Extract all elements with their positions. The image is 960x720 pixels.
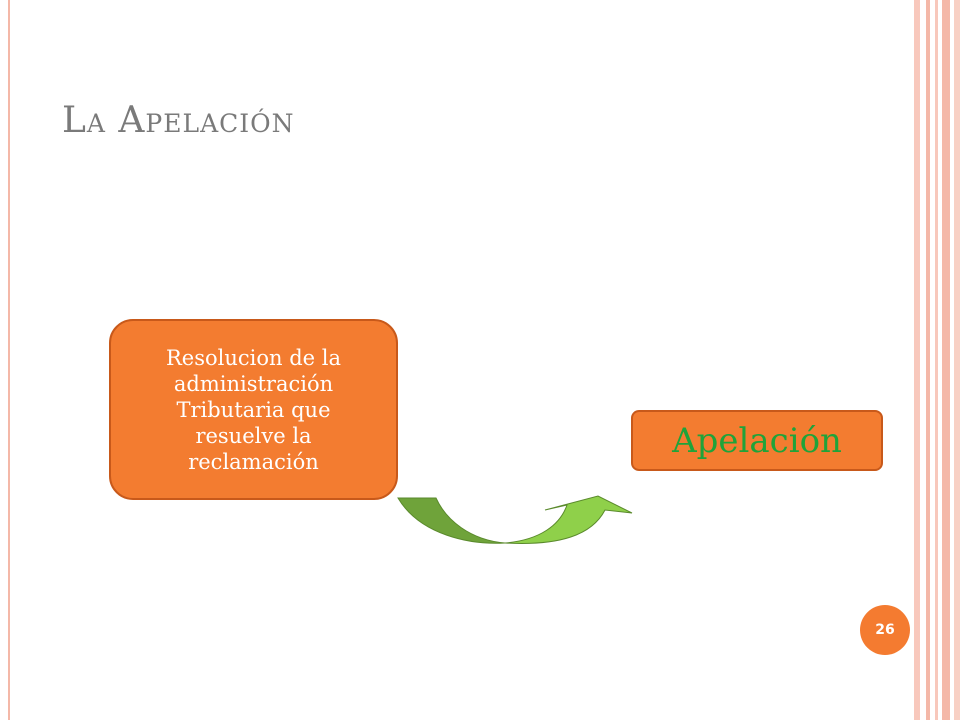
- slide-title: La Apelación: [62, 100, 295, 141]
- target-box: Apelación: [631, 410, 883, 471]
- target-box-text: Apelación: [672, 420, 842, 461]
- source-box-text: Resolucion de la administración Tributar…: [165, 345, 341, 474]
- slide-left-border: [8, 0, 10, 720]
- slide-right-border: [910, 0, 960, 720]
- page-number-badge: 26: [860, 605, 910, 655]
- curved-arrow-tail: [397, 497, 506, 544]
- source-box: Resolucion de la administración Tributar…: [109, 319, 398, 500]
- curved-arrow-head: [504, 495, 633, 544]
